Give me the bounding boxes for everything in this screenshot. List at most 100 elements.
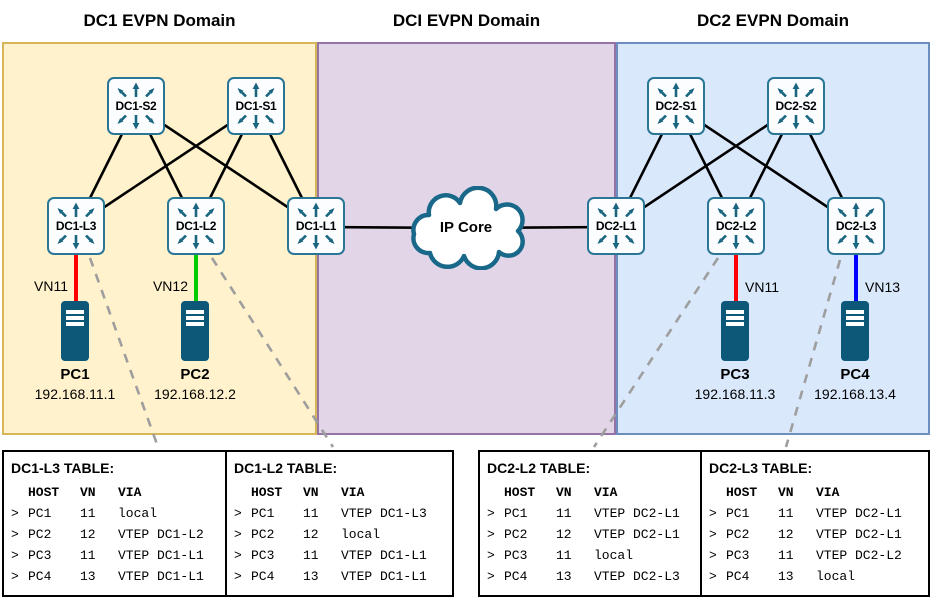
row-marker: > <box>234 506 242 521</box>
switch-dc1-s1: DC1-S1 <box>227 77 285 135</box>
row-marker: > <box>11 506 19 521</box>
table-dc2-l2: DC2-L2 TABLE: HOST VN VIA > PC1 11 VTEP … <box>478 450 702 597</box>
row-host: PC2 <box>28 527 52 542</box>
tower-slot <box>66 316 84 320</box>
pc3-tower-icon <box>721 301 749 361</box>
row-marker: > <box>709 506 717 521</box>
row-via: VTEP DC1-L1 <box>341 548 427 563</box>
ip-core-cloud: IP Core <box>404 185 528 271</box>
callout-dc2l2-table <box>592 257 720 448</box>
row-host: PC3 <box>251 548 275 563</box>
row-via: local <box>341 527 381 542</box>
pc4-ip: 192.168.13.4 <box>814 386 896 402</box>
table-header-row: HOST VN VIA <box>11 482 225 503</box>
pc2-ip: 192.168.12.2 <box>154 386 236 402</box>
table-row: > PC3 11 local <box>487 545 700 566</box>
row-via: VTEP DC2-L2 <box>816 548 902 563</box>
table-row: > PC3 11 VTEP DC2-L2 <box>709 545 928 566</box>
row-via: VTEP DC2-L1 <box>816 527 902 542</box>
multilayer-switch-icon <box>237 82 275 97</box>
domain-title-dci: DCI EVPN Domain <box>392 11 541 30</box>
tower-slot <box>186 310 204 314</box>
tower-slot <box>726 322 744 326</box>
multilayer-switch-icon <box>657 115 695 130</box>
table-title: DC1-L2 TABLE: <box>234 460 338 476</box>
table-row: > PC1 11 local <box>11 503 225 524</box>
pc1-name: PC1 <box>60 366 90 383</box>
tower-slot <box>66 322 84 326</box>
table-row: > PC1 11 VTEP DC2-L1 <box>709 503 928 524</box>
row-via: VTEP DC2-L1 <box>816 506 902 521</box>
row-via: VTEP DC2-L3 <box>594 569 680 584</box>
row-host: PC3 <box>726 548 750 563</box>
table-dc2-l3: DC2-L3 TABLE: HOST VN VIA > PC1 11 VTEP … <box>700 450 930 597</box>
row-via: local <box>816 569 856 584</box>
table-row: > PC3 11 VTEP DC1-L1 <box>234 545 452 566</box>
col-vn-header: VN <box>303 485 319 500</box>
multilayer-switch-icon <box>837 235 875 250</box>
row-marker: > <box>11 548 19 563</box>
row-via: VTEP DC1-L1 <box>118 548 204 563</box>
row-marker: > <box>234 569 242 584</box>
row-vn: 12 <box>556 527 572 542</box>
tower-slot <box>846 322 864 326</box>
cloud-icon <box>411 185 525 271</box>
tower-slot <box>726 316 744 320</box>
table-row: > PC1 11 VTEP DC2-L1 <box>487 503 700 524</box>
row-marker: > <box>487 506 495 521</box>
row-vn: 13 <box>80 569 96 584</box>
row-marker: > <box>234 548 242 563</box>
switch-label: DC1-S1 <box>235 99 277 113</box>
multilayer-switch-icon <box>57 202 95 217</box>
pc4-tower-icon <box>841 301 869 361</box>
multilayer-switch-icon <box>57 235 95 250</box>
col-vn-header: VN <box>556 485 572 500</box>
switch-label: DC2-S2 <box>775 99 817 113</box>
switch-dc2-l3: DC2-L3 <box>827 197 885 255</box>
row-vn: 13 <box>556 569 572 584</box>
row-marker: > <box>234 527 242 542</box>
multilayer-switch-icon <box>777 115 815 130</box>
switch-label: DC1-L2 <box>175 219 217 233</box>
row-host: PC1 <box>726 506 750 521</box>
pc2-tower-icon <box>181 301 209 361</box>
col-host-header: HOST <box>726 485 758 500</box>
table-row: > PC2 12 local <box>234 524 452 545</box>
multilayer-switch-icon <box>777 82 815 97</box>
switch-label: DC2-L2 <box>715 219 757 233</box>
row-host: PC4 <box>504 569 528 584</box>
vn-label-pc4: VN13 <box>865 279 901 295</box>
domain-title-dc1: DC1 EVPN Domain <box>83 11 236 30</box>
table-row: > PC4 13 VTEP DC1-L1 <box>234 566 452 587</box>
row-vn: 13 <box>778 569 794 584</box>
switch-label: DC2-L1 <box>595 219 637 233</box>
switch-dc1-l3: DC1-L3 <box>47 197 105 255</box>
ip-core-label: IP Core <box>439 219 493 236</box>
domain-title-dc2: DC2 EVPN Domain <box>696 11 850 30</box>
row-via: local <box>118 506 158 521</box>
link-dc1s1-dc1l3 <box>75 104 257 228</box>
row-via: VTEP DC1-L2 <box>118 527 204 542</box>
table-header-row: HOST VN VIA <box>234 482 452 503</box>
multilayer-switch-icon <box>717 202 755 217</box>
pc1-ip: 192.168.11.1 <box>34 386 116 402</box>
switch-dc2-l2: DC2-L2 <box>707 197 765 255</box>
switch-dc2-l1: DC2-L1 <box>587 197 645 255</box>
multilayer-switch-icon <box>117 115 155 130</box>
row-via: VTEP DC1-L1 <box>341 569 427 584</box>
table-title: DC1-L3 TABLE: <box>11 460 115 476</box>
tower-slot <box>726 310 744 314</box>
table-dc1-l2: DC1-L2 TABLE: HOST VN VIA > PC1 11 VTEP … <box>225 450 454 597</box>
col-host-header: HOST <box>251 485 283 500</box>
row-marker: > <box>487 569 495 584</box>
switch-dc1-l2: DC1-L2 <box>167 197 225 255</box>
row-vn: 13 <box>303 569 319 584</box>
row-host: PC2 <box>726 527 750 542</box>
row-vn: 11 <box>778 506 794 521</box>
row-via: local <box>594 548 634 563</box>
row-host: PC4 <box>726 569 750 584</box>
pc3-name: PC3 <box>720 366 750 383</box>
row-vn: 11 <box>80 506 96 521</box>
row-via: VTEP DC1-L3 <box>341 506 427 521</box>
table-row: > PC4 13 VTEP DC2-L3 <box>487 566 700 587</box>
